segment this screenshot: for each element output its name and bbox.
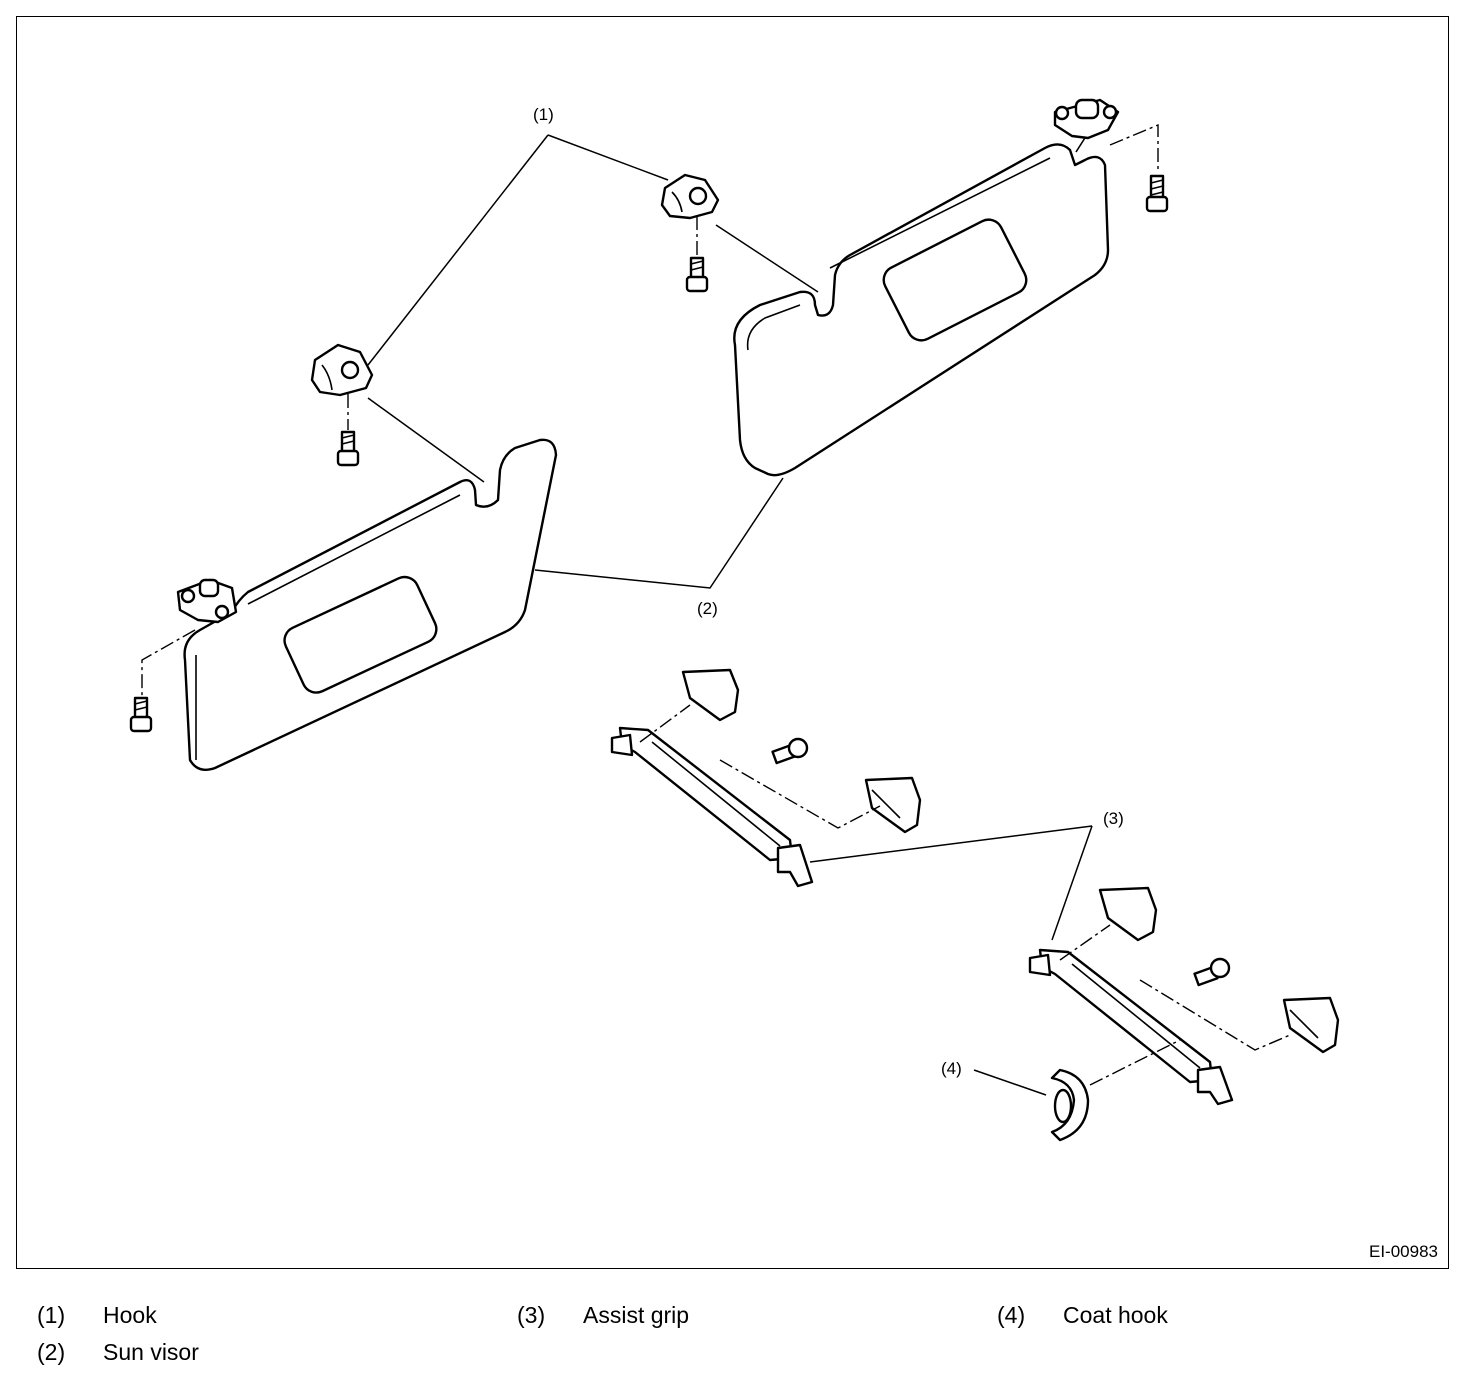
legend-number: (1) — [37, 1302, 66, 1328]
figure-frame: EI-00983 — [16, 16, 1449, 1269]
callout-3: (3) — [1103, 809, 1124, 828]
legend-item-hook: (1) Hook — [37, 1302, 157, 1329]
legend-item-coat-hook: (4) Coat hook — [997, 1302, 1168, 1329]
assist-grip-upper — [610, 668, 922, 888]
legend-number: (4) — [997, 1302, 1026, 1328]
screw-left-visor — [129, 696, 153, 733]
assist-grip-lower — [1028, 886, 1340, 1106]
screw-upper-hook — [685, 256, 709, 293]
legend-label: Sun visor — [103, 1339, 199, 1365]
callout-2: (2) — [697, 599, 718, 618]
callout-1: (1) — [533, 105, 554, 124]
coat-hook — [1050, 1068, 1090, 1142]
legend-label: Assist grip — [583, 1302, 690, 1328]
legend-label: Hook — [103, 1302, 157, 1328]
callout-4: (4) — [941, 1059, 962, 1078]
screw-lower-hook — [336, 430, 360, 467]
figure-code: EI-00983 — [1369, 1242, 1438, 1261]
sun-visor-left — [183, 438, 558, 771]
legend-number: (3) — [517, 1302, 546, 1328]
sun-visor-right — [733, 129, 1110, 477]
screw-grip-lower — [1193, 957, 1231, 987]
screw-grip-upper — [771, 737, 809, 765]
pivot-bracket-right — [1053, 98, 1120, 140]
legend-item-assist-grip: (3) Assist grip — [517, 1302, 689, 1329]
exploded-diagram: (1) (2) (3) (4) — [129, 98, 1340, 1142]
legend-number: (2) — [37, 1339, 66, 1365]
legend-label: Coat hook — [1063, 1302, 1168, 1328]
hook-lower — [310, 343, 374, 397]
pivot-bracket-left — [176, 578, 238, 624]
hook-upper — [660, 173, 720, 220]
legend-item-sun-visor: (2) Sun visor — [37, 1339, 199, 1366]
screw-right-visor — [1145, 174, 1169, 213]
